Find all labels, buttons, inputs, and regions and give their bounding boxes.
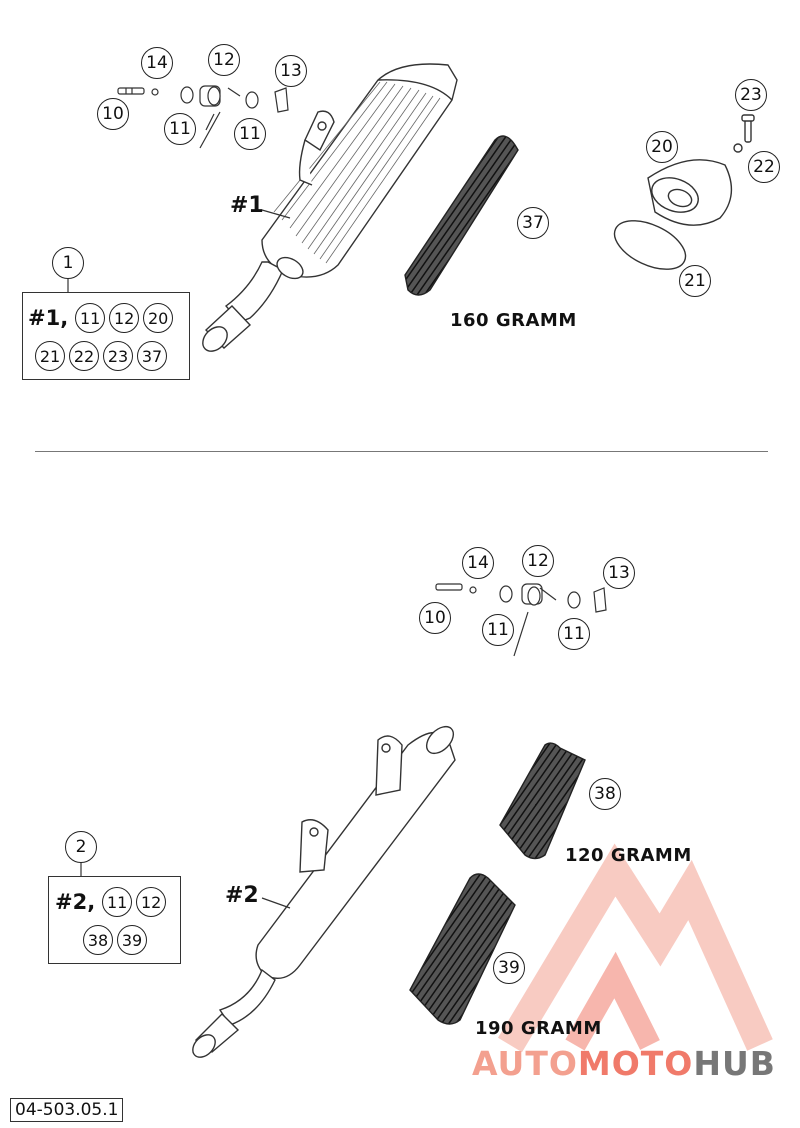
callout-12: 12: [522, 545, 554, 577]
kit-1-row-1: #1, 11 12 20: [28, 303, 174, 333]
kit-2-lead: #2,: [55, 890, 96, 914]
packing-39-weight: 190 GRAMM: [475, 1018, 602, 1039]
watermark-part-1: AUTO: [472, 1044, 578, 1083]
kit-1-part: 37: [137, 341, 167, 371]
callout-22: 22: [748, 151, 780, 183]
callout-21: 21: [679, 265, 711, 297]
diagram-code: 04-503.05.1: [10, 1098, 124, 1122]
watermark-logo: [497, 843, 773, 1053]
packing-38-weight: 120 GRAMM: [565, 845, 692, 866]
callout-10: 10: [97, 98, 129, 130]
callout-11a: 11: [482, 614, 514, 646]
callout-11a: 11: [164, 113, 196, 145]
kit-2-number: 2: [65, 831, 97, 863]
callout-11b: 11: [234, 118, 266, 150]
callout-12: 12: [208, 44, 240, 76]
kit-1-part: 22: [69, 341, 99, 371]
kit-1-part: 21: [35, 341, 65, 371]
callout-14: 14: [462, 547, 494, 579]
packing-39: [409, 873, 516, 1025]
callout-23: 23: [735, 79, 767, 111]
watermark-part-2: MOTO: [577, 1044, 694, 1083]
callout-20: 20: [646, 131, 678, 163]
kit-2-box: #2, 11 12 38 39: [48, 876, 181, 964]
kit-1-row-2: 21 22 23 37: [35, 341, 167, 371]
fastener-set-bottom: [435, 583, 607, 657]
callout-11b: 11: [558, 618, 590, 650]
callout-38: 38: [589, 778, 621, 810]
watermark-text: AUTOMOTOHUB: [472, 1044, 776, 1083]
packing-37-weight: 160 GRAMM: [450, 310, 577, 331]
callout-14: 14: [141, 47, 173, 79]
kit-2-row-2: 38 39: [83, 925, 147, 955]
kit-1-box: #1, 11 12 20 21 22 23 37: [22, 292, 190, 380]
kit-2-part: 39: [117, 925, 147, 955]
kit-2-part: 38: [83, 925, 113, 955]
kit-1-number: 1: [52, 247, 84, 279]
muffler-2-label: #2: [225, 883, 259, 908]
packing-37: [404, 135, 519, 296]
muffler-1-label: #1: [230, 193, 264, 218]
callout-10: 10: [419, 602, 451, 634]
callout-13: 13: [275, 55, 307, 87]
packing-38: [499, 742, 586, 860]
kit-1-part: 12: [109, 303, 140, 333]
muffler-1: [202, 63, 458, 352]
section-divider: [35, 451, 768, 452]
kit-2-row-1: #2, 11 12: [55, 887, 167, 917]
watermark-part-3: HUB: [693, 1044, 776, 1083]
fastener-set-top: [117, 85, 289, 149]
end-cap-20: [613, 114, 755, 270]
muffler-2: [192, 725, 456, 1058]
kit-1-part: 23: [103, 341, 133, 371]
kit-1-part: 20: [143, 303, 174, 333]
kit-1-lead: #1,: [28, 306, 69, 330]
callout-39: 39: [493, 952, 525, 984]
kit-2-part: 11: [102, 887, 133, 917]
callout-13: 13: [603, 557, 635, 589]
callout-37: 37: [517, 207, 549, 239]
kit-1-part: 11: [75, 303, 106, 333]
kit-2-part: 12: [136, 887, 167, 917]
